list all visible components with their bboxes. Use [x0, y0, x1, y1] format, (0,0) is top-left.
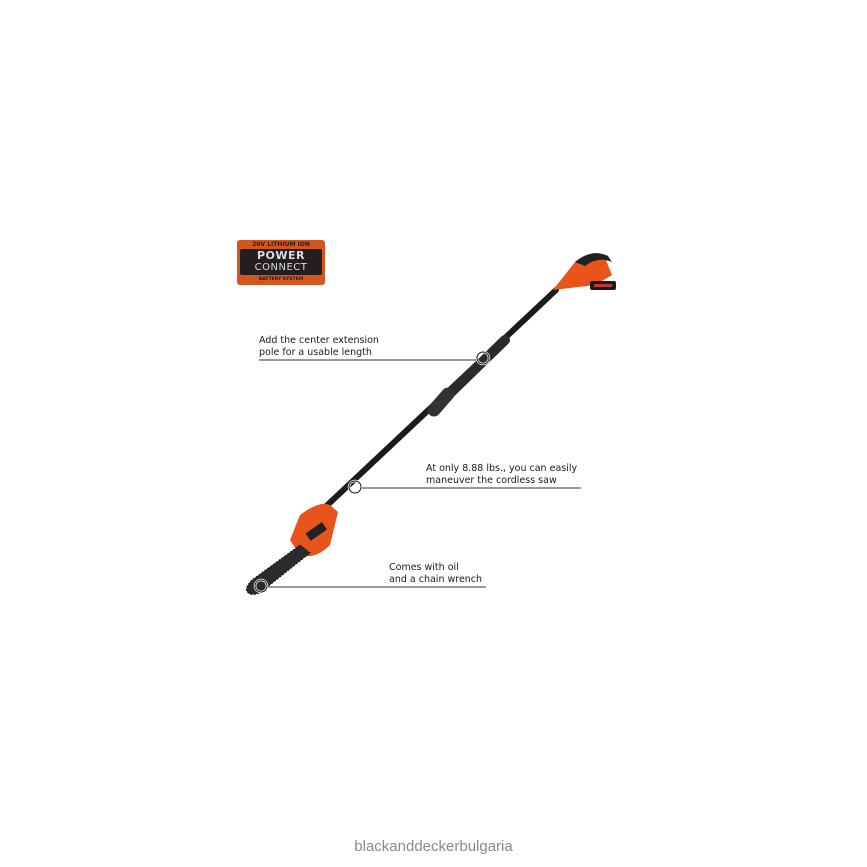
callout-marker-2: [348, 480, 362, 494]
callout-weight: At only 8.88 lbs., you can easily maneuv…: [426, 463, 578, 486]
callout-accessories: Comes with oil and a chain wrench: [389, 562, 483, 585]
watermark: blackanddeckerbulgaria: [354, 838, 513, 855]
battery-stripe: [594, 284, 612, 287]
brand-badge: [305, 521, 328, 541]
handle-grip: [575, 253, 612, 266]
callout-extension-pole: Add the center extension pole for a usab…: [259, 335, 379, 358]
callout-marker-3: [254, 579, 268, 593]
pole-coupler: [427, 387, 455, 417]
power-connect-logo: 20V LITHIUM ION POWER CONNECT BATTERY SY…: [237, 240, 325, 285]
callout-marker-1: [476, 351, 490, 365]
